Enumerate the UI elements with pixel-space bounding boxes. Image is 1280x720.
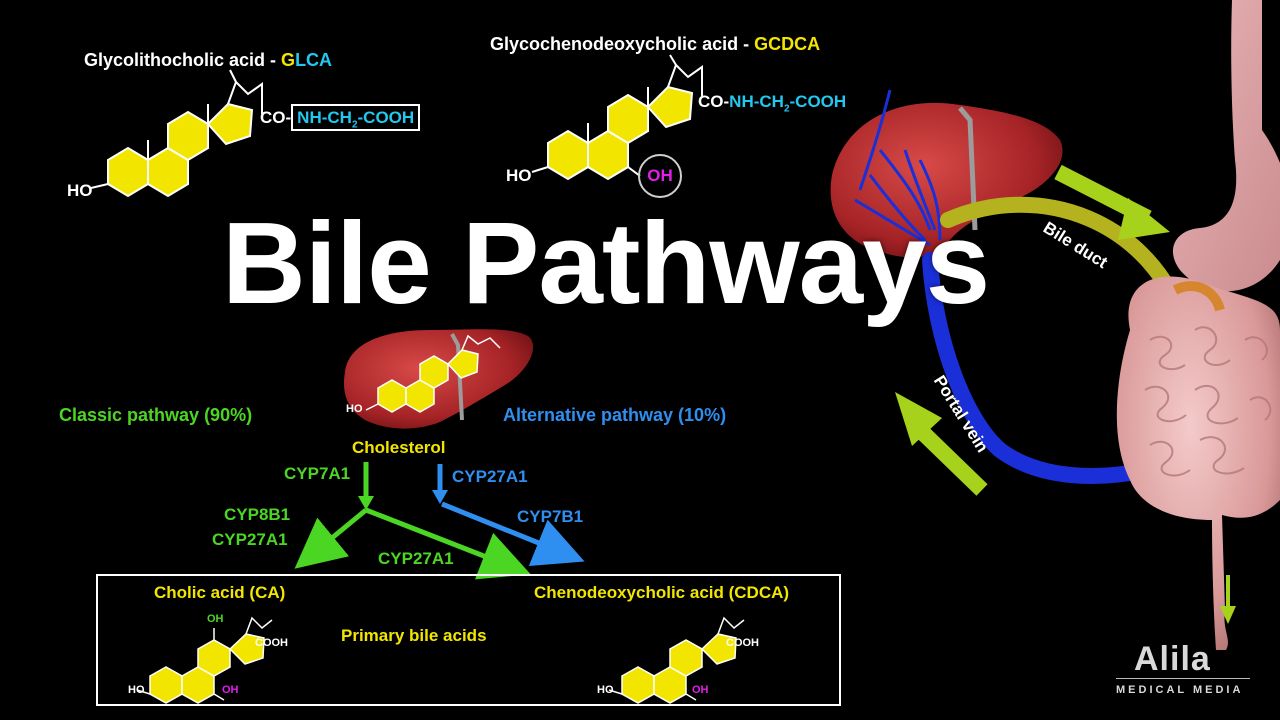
flow-arrow-to-intestine xyxy=(1054,164,1170,240)
cdca-steroid-structure xyxy=(621,633,737,704)
glca-nh-ch: NH-CH xyxy=(297,108,352,127)
alternative-pathway-label: Alternative pathway (10%) xyxy=(503,405,727,425)
cholic-acid-steroid-structure xyxy=(149,633,265,704)
logo-subtitle: MEDICAL MEDIA xyxy=(1116,684,1244,696)
cholesterol-steroid-structure xyxy=(377,349,479,413)
cdca-cooh: COOH xyxy=(726,637,759,649)
classic-pathway-label: Classic pathway (90%) xyxy=(59,405,253,425)
cdca-label: Chenodeoxycholic acid (CDCA) xyxy=(534,583,790,602)
gcdca-side-chain xyxy=(531,54,703,177)
primary-bile-acids-heading: Primary bile acids xyxy=(341,626,487,645)
enzyme-cyp27a1-alternative: CYP27A1 xyxy=(452,467,528,486)
cdca-side-chain xyxy=(608,616,745,701)
gcdca-label: Glycochenodeoxycholic acid - GCDCA xyxy=(490,34,820,55)
enzyme-cyp7b1: CYP7B1 xyxy=(517,507,584,526)
glca-subscript: 2 xyxy=(351,119,358,131)
gcdca-oh-circle: OH xyxy=(638,154,682,198)
gcdca-abbr-rest: CDCA xyxy=(768,34,821,54)
enzyme-cyp8b1: CYP8B1 xyxy=(224,505,291,524)
gcdca-name: Glycochenodeoxycholic acid - xyxy=(490,34,755,54)
glca-side-chain-label: CO-NH-CH2-COOH xyxy=(260,104,421,131)
gcdca-ho: HO xyxy=(506,166,532,185)
glca-abbr-start: G xyxy=(281,50,296,70)
glca-cooh: -COOH xyxy=(357,108,415,127)
glca-co: CO- xyxy=(260,108,292,127)
cholic-acid-side-chain xyxy=(136,616,273,701)
gcdca-subscript: 2 xyxy=(783,103,790,115)
cholic-acid-label: Cholic acid (CA) xyxy=(154,583,286,602)
gcdca-cooh: -COOH xyxy=(789,92,847,111)
glca-label: Glycolithocholic acid - GLCA xyxy=(84,50,332,71)
glca-name: Glycolithocholic acid - xyxy=(84,50,282,70)
glca-ho: HO xyxy=(67,181,93,200)
gcdca-steroid-structure xyxy=(547,85,694,181)
cholic-cooh: COOH xyxy=(255,637,288,649)
cholic-ho: HO xyxy=(128,684,145,696)
cholesterol-label: Cholesterol xyxy=(352,438,446,457)
glca-steroid-structure xyxy=(107,102,254,198)
alternative-pathway-arrows xyxy=(432,464,585,566)
gcdca-oh: OH xyxy=(647,166,673,185)
glca-side-chain xyxy=(90,69,263,189)
enzyme-cyp27a1-acid: CYP27A1 xyxy=(378,549,454,568)
liver-ho: HO xyxy=(346,403,363,415)
glca-glycine-box: NH-CH2-COOH xyxy=(291,104,421,131)
flow-arrow-excretion xyxy=(1220,575,1236,624)
portal-vein-arc xyxy=(922,252,1153,484)
gcdca-nh-ch: NH-CH xyxy=(729,92,784,111)
primary-bile-acids-box xyxy=(96,574,841,706)
logo-divider xyxy=(1116,678,1250,679)
cdca-oh: OH xyxy=(692,684,709,696)
intestine-illustration xyxy=(1116,0,1280,650)
enzyme-cyp27a1-classic: CYP27A1 xyxy=(212,530,288,549)
glca-abbr-rest: LCA xyxy=(295,50,333,70)
cholic-oh-bottom: OH xyxy=(222,684,239,696)
liver-right-illustration xyxy=(830,89,1063,258)
enzyme-cyp7a1: CYP7A1 xyxy=(284,464,351,483)
flow-arrow-to-liver xyxy=(895,392,988,496)
page-title: Bile Pathways xyxy=(222,198,990,328)
gcdca-abbr-start: G xyxy=(754,34,769,54)
cholic-oh-top: OH xyxy=(207,613,224,625)
gcdca-side-chain-label: CO-NH-CH2-COOH xyxy=(698,92,846,114)
classic-pathway-arrows xyxy=(294,462,531,580)
logo-name: Alila xyxy=(1134,640,1211,678)
gcdca-co: CO- xyxy=(698,92,730,111)
cdca-ho: HO xyxy=(597,684,614,696)
cholesterol-side-chain xyxy=(365,334,501,411)
